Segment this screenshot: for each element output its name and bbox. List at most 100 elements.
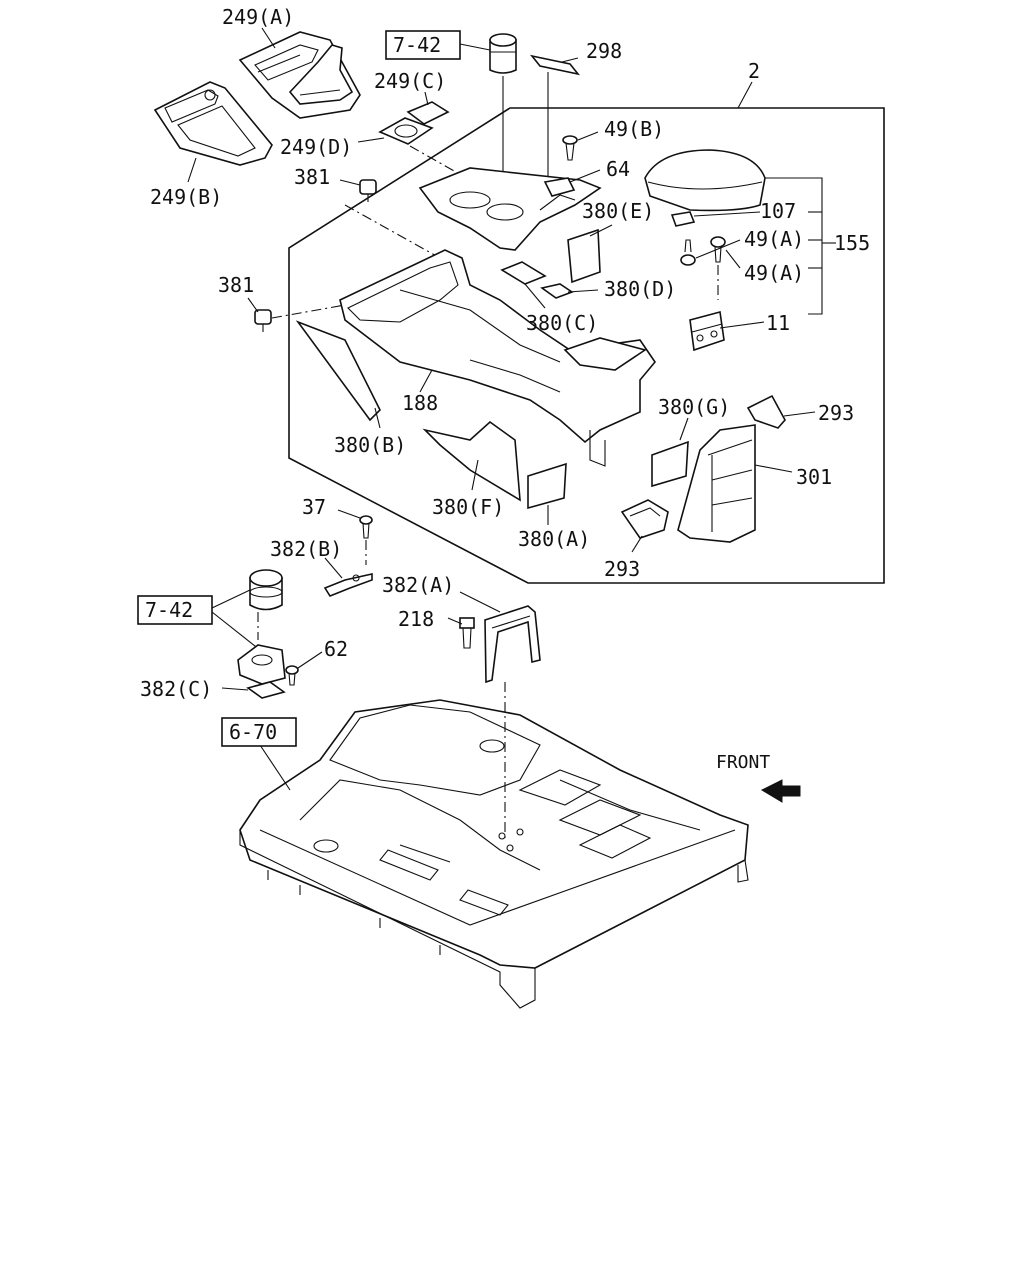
shift-bezel-249a [238, 31, 361, 119]
ref-box-7-42-upper[interactable] [385, 30, 461, 60]
leader-2 [737, 81, 753, 109]
label-249a: 249(A) [222, 5, 294, 29]
label-249c: 249(C) [374, 69, 446, 93]
clip-381-upper [359, 179, 377, 202]
hinge-11 [689, 310, 725, 352]
leader-381-upper [339, 179, 361, 186]
bracket-382b [323, 573, 373, 597]
label-218: 218 [398, 607, 434, 631]
bracket-64 [543, 177, 576, 197]
label-298: 298 [586, 39, 622, 63]
label-37: 37 [302, 495, 326, 519]
label-381-lower: 381 [218, 273, 254, 297]
leader-218 [447, 617, 463, 625]
screw-49a-2 [710, 236, 726, 263]
leader-188 [419, 369, 433, 393]
ref-7-42-upper[interactable]: 7-42 [393, 33, 441, 57]
screw-49b [562, 135, 578, 161]
bezel-249b [153, 81, 273, 166]
leader-381-lower [247, 297, 259, 313]
label-382c: 382(C) [140, 677, 212, 701]
leader-381-dash [344, 204, 441, 259]
leader-380c [524, 283, 546, 309]
label-382a: 382(A) [382, 573, 454, 597]
label-293-upper: 293 [818, 401, 854, 425]
leader-742-upper [459, 43, 491, 51]
leader-249b [187, 157, 197, 183]
pad-380e [567, 228, 601, 284]
front-arrow [760, 779, 801, 803]
cup-holder-249d [378, 117, 434, 145]
label-2: 2 [748, 59, 760, 83]
bolt-218 [459, 617, 475, 649]
leader-49a-1 [695, 239, 741, 259]
leader-293-lower [631, 535, 643, 553]
strip-298 [529, 54, 581, 76]
label-188: 188 [402, 391, 438, 415]
leader-37 [337, 509, 361, 519]
pad-380g [651, 440, 689, 488]
shift-base-382c [237, 644, 286, 699]
label-155: 155 [834, 231, 870, 255]
label-11: 11 [766, 311, 790, 335]
leader-62 [297, 651, 323, 669]
label-49a-2: 49(A) [744, 261, 804, 285]
ref-box-6-70[interactable] [221, 717, 297, 747]
label-301: 301 [796, 465, 832, 489]
pad-380d [540, 283, 574, 299]
ref-6-70[interactable]: 6-70 [229, 720, 277, 744]
leader-107 [693, 211, 761, 217]
label-382b: 382(B) [270, 537, 342, 561]
pad-380f [422, 420, 521, 502]
label-380g: 380(G) [658, 395, 730, 419]
leader-382a [459, 591, 501, 613]
shift-knob-cup-lower [249, 569, 283, 611]
leader-49b [577, 131, 599, 141]
label-380f: 380(F) [432, 495, 504, 519]
label-49a-1: 49(A) [744, 227, 804, 251]
leader-64 [569, 169, 601, 183]
shift-knob-cup-upper [489, 33, 517, 74]
leader-249a [261, 27, 276, 49]
leader-293-upper [783, 411, 816, 417]
pad-380b [295, 320, 381, 422]
side-cover-301 [677, 424, 756, 543]
leader-249d [357, 137, 385, 143]
screw-62 [285, 665, 299, 686]
label-49b: 49(B) [604, 117, 664, 141]
label-front: FRONT [716, 752, 770, 773]
center-console-188 [339, 249, 657, 467]
leader-301 [754, 464, 793, 473]
ref-7-42-lower[interactable]: 7-42 [145, 598, 193, 622]
pad-380c [500, 261, 547, 285]
label-293-lower: 293 [604, 557, 640, 581]
clip-293-lower [620, 499, 669, 539]
leader-11 [719, 321, 765, 329]
label-380b: 380(B) [334, 433, 406, 457]
leader-380b [374, 407, 381, 429]
label-107: 107 [760, 199, 796, 223]
leader-381-lower-dash [271, 304, 346, 319]
pad-380a [527, 462, 567, 510]
leader-742-lower-a [211, 589, 251, 609]
bracket-155 [808, 177, 823, 315]
label-62: 62 [324, 637, 348, 661]
leader-380e [589, 224, 613, 237]
leader-382b [324, 557, 343, 579]
pad-249c [406, 101, 450, 125]
clip-381-lower [254, 309, 272, 332]
label-249b: 249(B) [150, 185, 222, 209]
leader-49a-2 [725, 249, 741, 269]
leader-382c [221, 687, 249, 691]
clip-293-upper [746, 394, 786, 429]
leader-6-70 [259, 744, 291, 791]
label-380d: 380(D) [604, 277, 676, 301]
label-381-upper: 381 [294, 165, 330, 189]
label-249d: 249(D) [280, 135, 352, 159]
ref-box-7-42-lower[interactable] [137, 595, 213, 625]
label-380c: 380(C) [526, 311, 598, 335]
leader-380g [679, 417, 689, 441]
leader-249d-dash [409, 145, 471, 181]
screw-49a-1 [680, 239, 696, 266]
